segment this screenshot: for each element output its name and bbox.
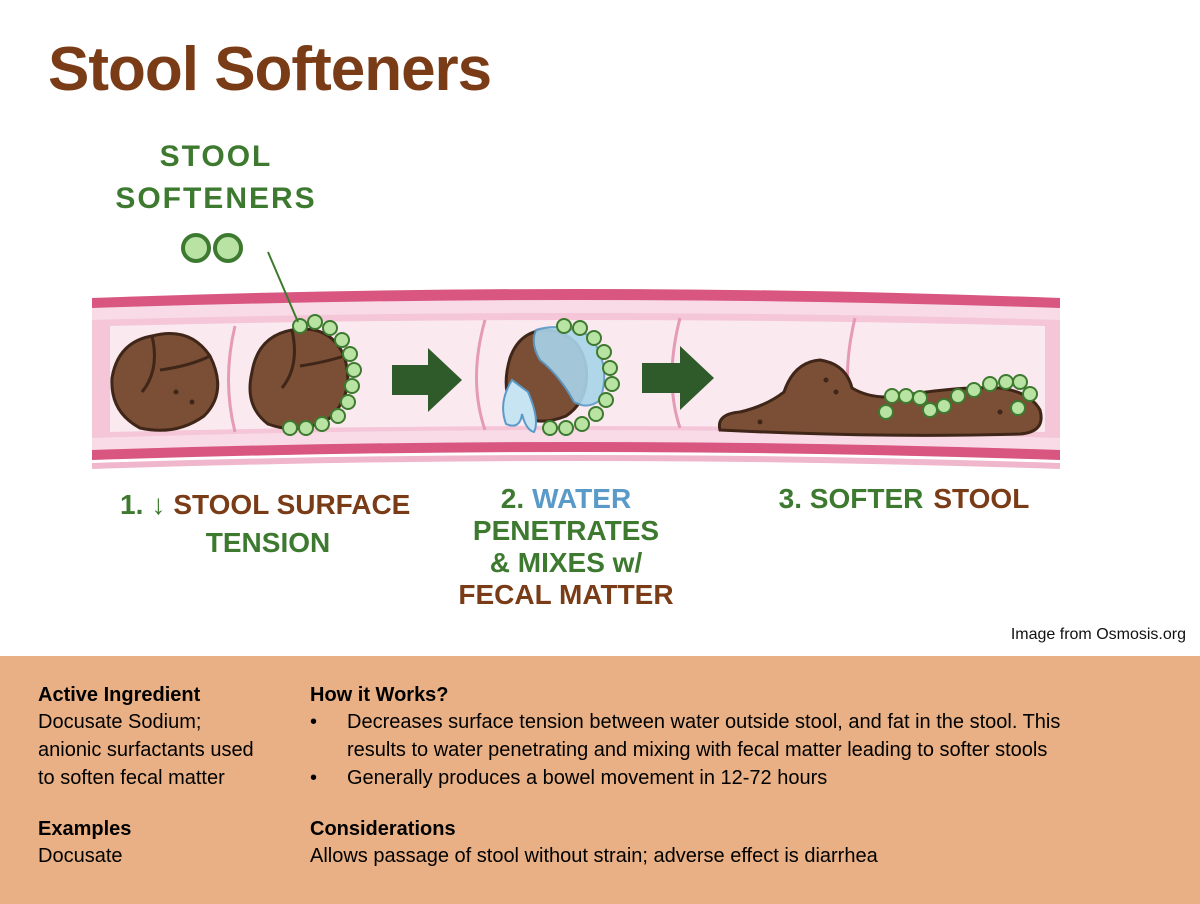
agent-label-line1: STOOL	[160, 140, 273, 173]
bullet-icon: •	[310, 767, 318, 789]
how-it-works-heading: How it Works?	[310, 684, 449, 706]
bullet-text-line: Decreases surface tension between water …	[347, 711, 1061, 733]
step3-stool: STOOL	[933, 483, 1029, 514]
examples-heading: Examples	[38, 818, 132, 840]
info-panel: Active Ingredient Docusate Sodium; anion…	[0, 656, 1200, 904]
examples-text: Docusate	[38, 845, 123, 867]
list-item: • Decreases surface tension between wate…	[310, 708, 1190, 764]
step2-water: WATER	[532, 483, 631, 514]
softener-beads-icon	[181, 233, 243, 263]
step2-label-line3: & MIXES w/	[490, 547, 643, 578]
page-title: Stool Softeners	[48, 35, 492, 104]
hard-stool	[110, 332, 220, 432]
down-arrow-icon: ↓	[151, 489, 165, 520]
agent-label-line2: SOFTENERS	[115, 182, 316, 215]
mechanism-diagram: STOOL SOFTENERS 1. ↓ STOOL SURFACE TENSION…	[0, 130, 1200, 620]
bullet-text-line: results to water penetrating and mixing …	[347, 739, 1048, 761]
active-ingredient-line3: to soften fecal matter	[38, 767, 225, 789]
soft-stool	[717, 358, 1043, 437]
info-right-column: How it Works? • Decreases surface tensio…	[310, 682, 1190, 870]
step2-label-line1: 2. WATER	[501, 483, 631, 514]
bullet-icon: •	[310, 711, 318, 733]
step1-label-line2: TENSION	[206, 527, 330, 558]
step2-label-line4: FECAL MATTER	[458, 579, 673, 610]
stool-with-softener	[248, 314, 362, 436]
how-it-works-list: • Decreases surface tension between wate…	[310, 708, 1190, 792]
list-item: • Generally produces a bowel movement in…	[310, 764, 1190, 792]
step2-label-line2: PENETRATES	[473, 515, 659, 546]
step3-prefix: 3. SOFTER	[779, 483, 924, 514]
step1-number: 1.	[120, 489, 143, 520]
considerations-heading: Considerations	[310, 818, 456, 840]
arrow-right-icon	[642, 346, 714, 410]
step1-text: STOOL SURFACE	[173, 489, 410, 520]
info-left-column: Active Ingredient Docusate Sodium; anion…	[38, 682, 298, 870]
image-credit: Image from Osmosis.org	[1010, 626, 1186, 643]
active-ingredient-line1: Docusate Sodium;	[38, 711, 202, 733]
step1-label-line1: 1. ↓ STOOL SURFACE	[120, 489, 410, 520]
arrow-right-icon	[392, 348, 462, 412]
step3-label: 3. SOFTER STOOL	[779, 483, 1030, 514]
leader-line	[267, 251, 299, 323]
considerations-text: Allows passage of stool without strain; …	[310, 845, 878, 867]
active-ingredient-line2: anionic surfactants used	[38, 739, 254, 761]
active-ingredient-heading: Active Ingredient	[38, 684, 201, 706]
bullet-text-line: Generally produces a bowel movement in 1…	[347, 767, 828, 789]
stool-with-water	[502, 318, 620, 436]
step2-number: 2.	[501, 483, 524, 514]
